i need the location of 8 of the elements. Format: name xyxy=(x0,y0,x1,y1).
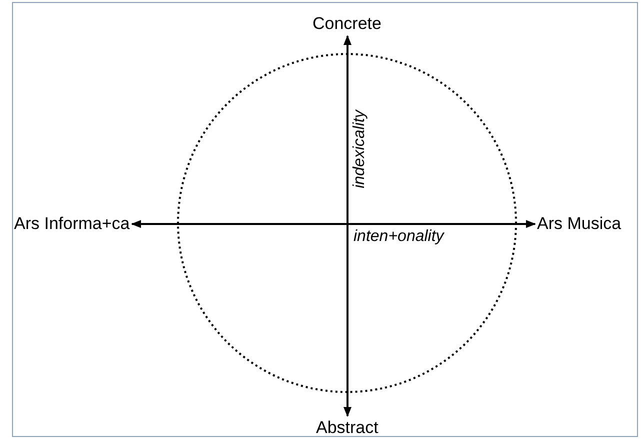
double-headed-arrow xyxy=(131,220,536,228)
axis-end-label: Ars Musica xyxy=(537,214,622,234)
double-headed-arrow xyxy=(344,35,352,417)
axis-caption: inten+onality xyxy=(354,228,444,246)
axis-end-label: Ars Informa+ca xyxy=(14,214,130,234)
axis-end-label: Abstract xyxy=(316,418,378,438)
axis-end-label: Concrete xyxy=(312,14,382,34)
axis-caption: indexicality xyxy=(350,110,368,188)
